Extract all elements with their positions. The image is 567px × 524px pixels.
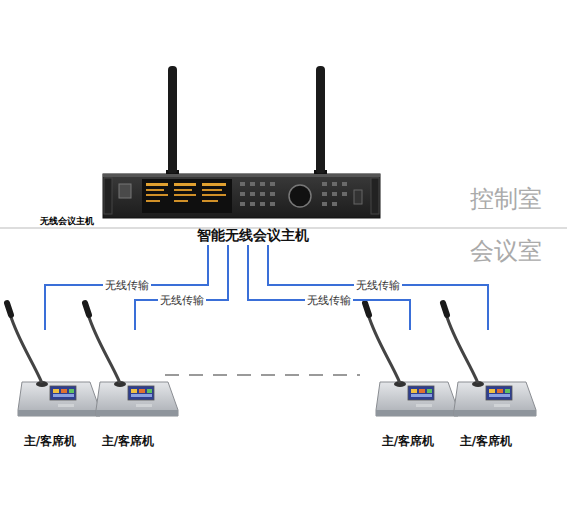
more-units-dashes bbox=[165, 374, 360, 376]
device-caption: 无线会议主机 bbox=[40, 215, 94, 228]
conference-unit bbox=[85, 303, 178, 416]
conference-unit: 主/客席机 bbox=[446, 330, 526, 450]
host-device: 智能无线会议主机 bbox=[103, 68, 403, 245]
conference-unit bbox=[7, 303, 100, 416]
node-label: 主/客席机 bbox=[460, 433, 512, 450]
node-label: 智能无线会议主机 bbox=[197, 227, 309, 245]
conference-unit bbox=[443, 303, 536, 416]
wireless-link bbox=[268, 245, 488, 330]
host-device bbox=[103, 66, 380, 218]
conference-unit: 主/客席机 bbox=[88, 330, 168, 450]
conference-unit bbox=[365, 303, 458, 416]
link-label: 无线传输 bbox=[103, 278, 151, 293]
node-label: 主/客席机 bbox=[24, 433, 76, 450]
room-label: 控制室 bbox=[470, 183, 542, 215]
room-label: 会议室 bbox=[470, 235, 542, 267]
conference-unit: 主/客席机 bbox=[368, 330, 448, 450]
wireless-link bbox=[248, 245, 410, 330]
link-label: 无线传输 bbox=[158, 293, 206, 308]
node-label: 主/客席机 bbox=[102, 433, 154, 450]
link-label: 无线传输 bbox=[305, 293, 353, 308]
wireless-link bbox=[45, 245, 208, 330]
conference-unit: 主/客席机 bbox=[10, 330, 90, 450]
node-label: 主/客席机 bbox=[382, 433, 434, 450]
link-label: 无线传输 bbox=[354, 278, 402, 293]
